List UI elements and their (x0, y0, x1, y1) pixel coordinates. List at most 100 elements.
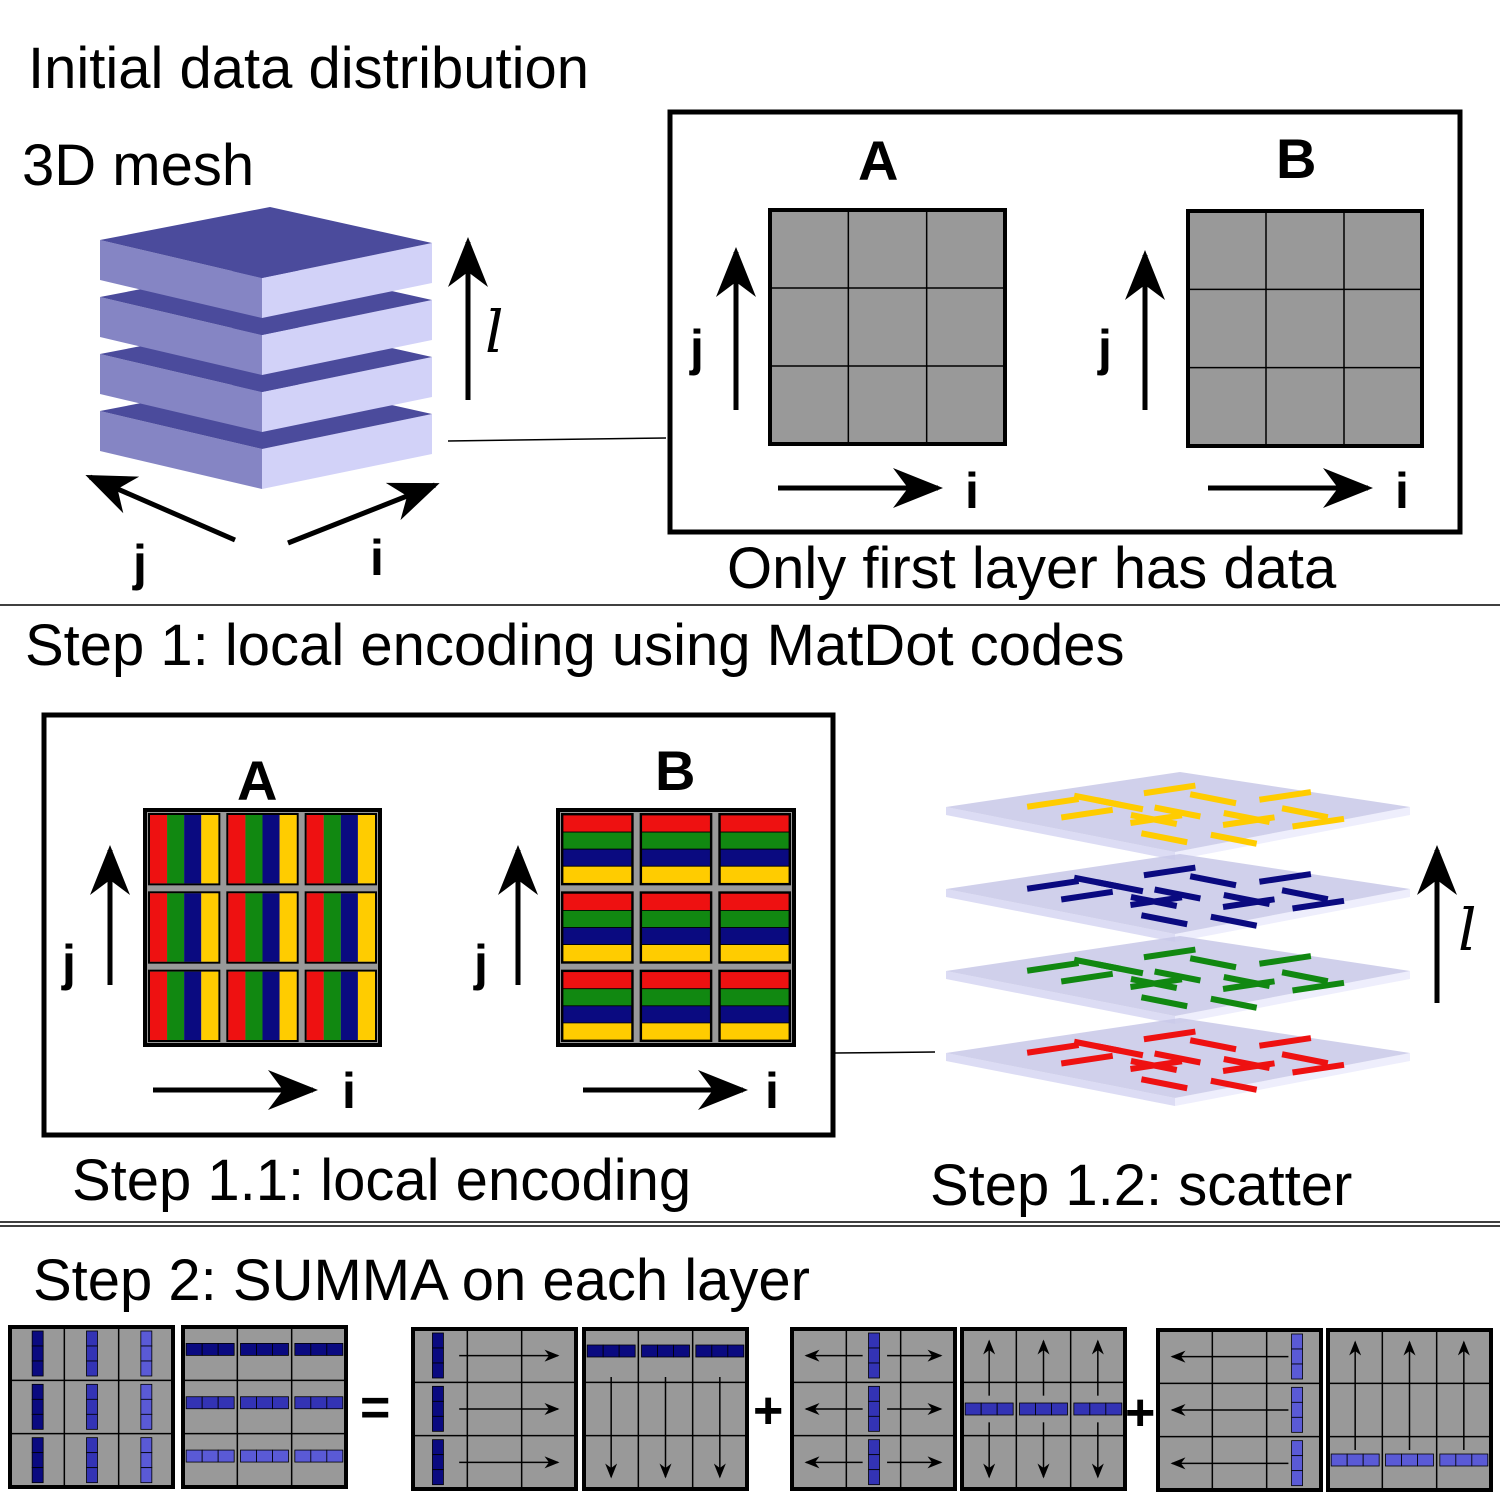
code-stripe (340, 893, 358, 962)
code-stripe (167, 815, 185, 884)
code-fragment (1060, 806, 1114, 821)
first-layer-box (667, 109, 1463, 535)
slab-left-face (100, 354, 262, 432)
code-stripe (228, 971, 246, 1040)
block-cell (695, 1344, 713, 1358)
code-fragment (1222, 814, 1275, 828)
encoded-block (304, 891, 377, 964)
code-stripe (719, 1005, 790, 1024)
scatter-layer (946, 1018, 1410, 1106)
code-stripe (279, 971, 297, 1040)
summa-panel (8, 1325, 175, 1489)
code-stripe (323, 815, 341, 884)
code-stripe (201, 971, 219, 1040)
block-cell (1291, 1363, 1303, 1380)
block-cell (86, 1437, 98, 1454)
code-fragment (1073, 792, 1121, 808)
block-cell (1439, 1453, 1457, 1467)
code-fragment (1292, 897, 1345, 912)
section-title-step1: Step 1: local encoding using MatDot code… (25, 613, 1124, 678)
block-cell (140, 1452, 153, 1469)
block-cell (602, 1344, 620, 1358)
scatter-layer (946, 854, 1410, 942)
code-fragment (1281, 1051, 1329, 1067)
code-stripe (323, 893, 341, 962)
code-fragment (1130, 812, 1178, 827)
block-cell (432, 1439, 444, 1456)
code-fragment (1281, 805, 1329, 821)
code-fragment (1154, 968, 1201, 984)
code-stripe (719, 944, 790, 963)
mesh-j-arrow-icon (85, 474, 236, 543)
code-stripe (562, 1005, 633, 1024)
encoded-block (148, 969, 221, 1043)
block-cell (272, 1343, 289, 1356)
code-stripe (228, 815, 246, 884)
encoded-block (561, 891, 634, 964)
code-stripe (340, 815, 358, 884)
local-encoding-box (41, 712, 836, 1138)
block-cell (964, 1402, 982, 1416)
layer-edge (1175, 1053, 1410, 1106)
slab-right-face (262, 300, 432, 375)
block-cell (272, 1449, 289, 1463)
code-stripe (150, 971, 168, 1040)
block-cell (1346, 1453, 1364, 1467)
code-fragment (1210, 913, 1258, 929)
block-cell (31, 1345, 44, 1362)
code-fragment (1073, 874, 1121, 890)
code-fragment (1130, 976, 1178, 991)
matrix-a-grid (768, 208, 1007, 446)
block-cell (201, 1396, 219, 1410)
code-fragment (1210, 995, 1258, 1011)
block-cell (657, 1344, 674, 1358)
code-stripe (641, 865, 711, 884)
connector-line (447, 437, 667, 442)
encoded-block (639, 969, 713, 1043)
block-cell (1330, 1453, 1348, 1467)
mesh-label: 3D mesh (22, 133, 254, 198)
block-cell (140, 1383, 153, 1400)
code-stripe (562, 927, 633, 945)
layer-edge (946, 1053, 1175, 1106)
encoded-block (148, 813, 221, 886)
block-cell (31, 1330, 44, 1347)
code-stripe (562, 910, 633, 928)
block-cell (294, 1449, 312, 1463)
block-cell (326, 1343, 344, 1356)
encoded-block (718, 891, 791, 964)
encoded-matrix-a (143, 808, 382, 1047)
code-stripe (641, 814, 711, 833)
block-cell (217, 1449, 235, 1463)
block-cell (1035, 1402, 1052, 1416)
block-cell (868, 1362, 880, 1379)
code-fragment (1222, 1060, 1275, 1074)
matrix-b-label: B (1276, 127, 1316, 190)
block-cell (996, 1402, 1014, 1416)
block-cell (272, 1396, 289, 1410)
matrix-grid-frame (768, 208, 1007, 446)
code-stripe (357, 971, 375, 1040)
block-cell (185, 1343, 203, 1356)
mesh-slab (100, 207, 432, 318)
code-fragment (1189, 1037, 1237, 1053)
encoded-block (718, 813, 791, 886)
block-cell (31, 1383, 44, 1400)
block-cell (201, 1343, 219, 1356)
code-stripe (719, 892, 790, 911)
code-stripe (184, 815, 202, 884)
connector-line (834, 1051, 936, 1054)
layer-edge (946, 971, 1175, 1024)
block-cell (326, 1449, 344, 1463)
code-fragment (1281, 969, 1329, 985)
block-cell (641, 1344, 658, 1358)
matrix-grid-frame (1186, 209, 1424, 448)
block-cell (1073, 1402, 1091, 1416)
slab-left-face (100, 297, 262, 375)
block-cell (868, 1385, 880, 1402)
block-cell (310, 1343, 328, 1356)
block-cell (217, 1343, 235, 1356)
code-fragment (1026, 796, 1080, 810)
block-cell (31, 1452, 44, 1469)
